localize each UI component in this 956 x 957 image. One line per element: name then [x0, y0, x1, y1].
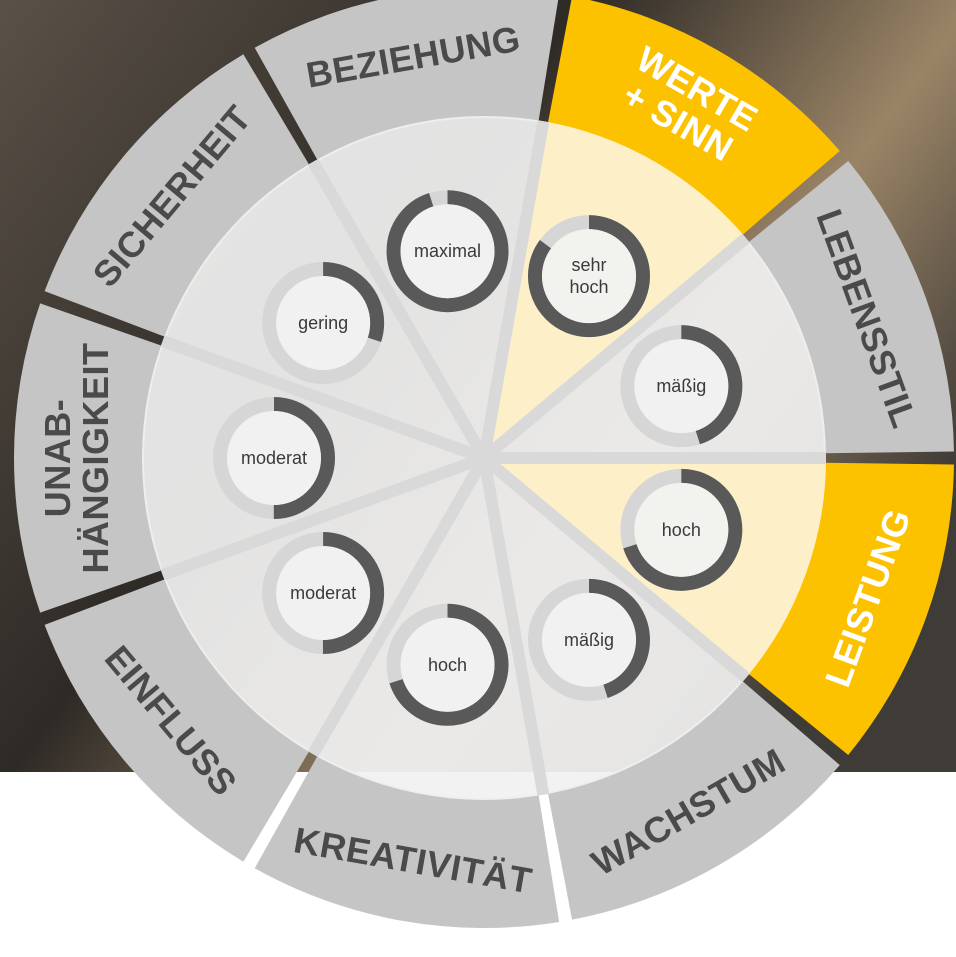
ring-fill [386, 603, 509, 726]
ring-center [542, 229, 636, 324]
ring-fill [213, 397, 335, 519]
spoke-line [480, 453, 750, 683]
level-label-line: hoch [662, 520, 701, 540]
segment-lebensstil [747, 160, 954, 454]
spoke-line [478, 456, 550, 796]
level-label-line: mäßig [656, 376, 706, 396]
segment-werte-sinn [547, 0, 840, 236]
spoke-line [160, 335, 487, 464]
level-label-kreativitaet: hoch [428, 655, 467, 675]
level-label-line: maximal [414, 241, 481, 261]
level-label-lebensstil: mäßig [656, 376, 706, 396]
ring-center [542, 592, 636, 687]
ring-center [227, 411, 321, 505]
spoke-line [480, 233, 750, 463]
ring-fill [528, 578, 650, 701]
ring-fill [386, 190, 509, 313]
ring-center [400, 204, 495, 299]
level-ring-sicherheit: gering [262, 262, 385, 385]
ring-center [634, 482, 729, 577]
ring-center [276, 545, 371, 640]
level-label-leistung: hoch [662, 520, 701, 540]
spoke-line [307, 158, 490, 461]
segment-label-line: HÄNGIGKEIT [75, 342, 116, 573]
level-label-line: sehr [571, 255, 606, 275]
level-label-einfluss: moderat [290, 583, 356, 603]
segment-unabhaengigkeit [13, 303, 163, 613]
level-label-line: mäßig [564, 630, 614, 650]
level-label-sicherheit: gering [298, 313, 348, 333]
segment-label-unabhaengigkeit: UNAB-HÄNGIGKEIT [37, 342, 116, 573]
ring-center [634, 339, 729, 434]
level-label-beziehung: maximal [414, 241, 481, 261]
segment-sicherheit [44, 54, 310, 338]
level-ring-lebensstil: mäßig [620, 325, 743, 448]
ring-fill [620, 468, 743, 591]
ring-fill [528, 215, 650, 338]
level-label-line: moderat [241, 448, 307, 468]
level-ring-wachstum: mäßig [528, 578, 650, 701]
level-label-line: moderat [290, 583, 356, 603]
level-ring-unabhaengigkeit: moderat [213, 397, 335, 519]
level-label-line: gering [298, 313, 348, 333]
level-ring-leistung: hoch [620, 468, 743, 591]
segment-einfluss [44, 578, 310, 862]
level-label-wachstum: mäßig [564, 630, 614, 650]
level-label-line: hoch [569, 277, 608, 297]
level-label-line: hoch [428, 655, 467, 675]
level-ring-kreativitaet: hoch [386, 603, 509, 726]
level-label-unabhaengigkeit: moderat [241, 448, 307, 468]
level-ring-beziehung: maximal [386, 190, 509, 313]
segment-wachstum [547, 680, 840, 920]
level-ring-einfluss: moderat [262, 531, 385, 654]
ring-fill [262, 531, 385, 654]
ring-fill [620, 325, 743, 448]
ring-center [400, 617, 495, 712]
spoke-line [478, 120, 550, 460]
segment-leistung [747, 462, 954, 756]
segment-label-line: UNAB- [37, 399, 78, 517]
segment-beziehung [254, 0, 559, 162]
spoke-line [160, 452, 487, 581]
ring-fill [262, 262, 385, 385]
ring-center [276, 276, 371, 371]
spoke-line [307, 454, 490, 758]
